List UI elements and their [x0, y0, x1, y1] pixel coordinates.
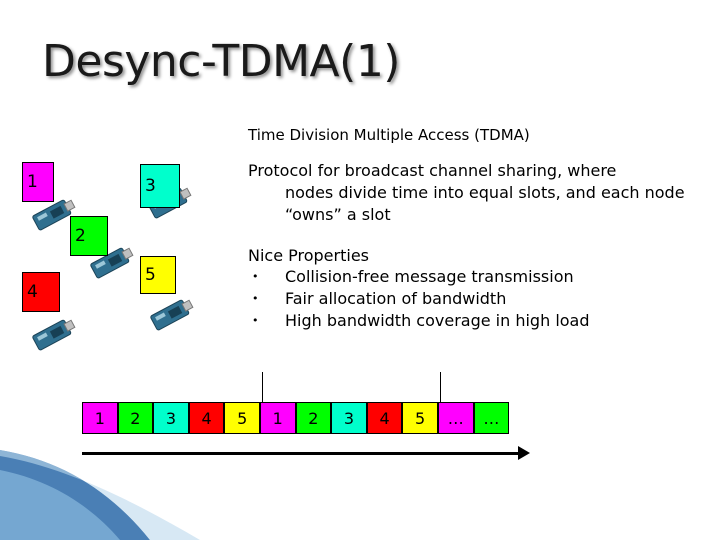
sensor-node-icon: [30, 318, 78, 352]
sensor-node-icon: [148, 298, 196, 332]
property-text: High bandwidth coverage in high load: [285, 311, 590, 330]
node-label-3: 3: [140, 164, 180, 208]
time-slot: …: [474, 402, 510, 434]
property-text: Collision-free message transmission: [285, 267, 574, 286]
time-slot: 1: [82, 402, 118, 434]
node-label-2: 2: [70, 216, 108, 256]
bullet-icon: •: [252, 288, 259, 310]
time-slot: 3: [331, 402, 367, 434]
property-text: Fair allocation of bandwidth: [285, 289, 506, 308]
subheading: Time Division Multiple Access (TDMA): [248, 126, 530, 144]
time-slot: 3: [153, 402, 189, 434]
description-line-1: Protocol for broadcast channel sharing, …: [248, 160, 688, 182]
time-slot: 5: [224, 402, 260, 434]
time-slot: 5: [402, 402, 438, 434]
description-paragraph: Protocol for broadcast channel sharing, …: [248, 160, 688, 226]
bullet-icon: •: [252, 266, 259, 288]
time-slot-row: 1 2 3 4 5 1 2 3 4 5 … …: [82, 402, 509, 434]
time-slot: 2: [296, 402, 332, 434]
properties-list: • Collision-free message transmission • Fa…: [248, 266, 590, 332]
description-rest: nodes divide time into equal slots, and …: [248, 182, 688, 226]
time-slot: 4: [367, 402, 403, 434]
time-slot: 2: [118, 402, 154, 434]
properties-title: Nice Properties: [248, 246, 369, 265]
time-slot: 1: [260, 402, 296, 434]
node-label-5: 5: [140, 256, 176, 294]
bullet-icon: •: [252, 310, 259, 332]
time-slot: …: [438, 402, 474, 434]
node-label-1: 1: [22, 162, 54, 202]
corner-swoosh-decoration: [0, 450, 720, 540]
list-item: • High bandwidth coverage in high load: [248, 310, 590, 332]
time-slot: 4: [189, 402, 225, 434]
list-item: • Collision-free message transmission: [248, 266, 590, 288]
node-label-4: 4: [22, 272, 60, 312]
list-item: • Fair allocation of bandwidth: [248, 288, 590, 310]
slide-title: Desync-TDMA(1): [42, 36, 400, 87]
